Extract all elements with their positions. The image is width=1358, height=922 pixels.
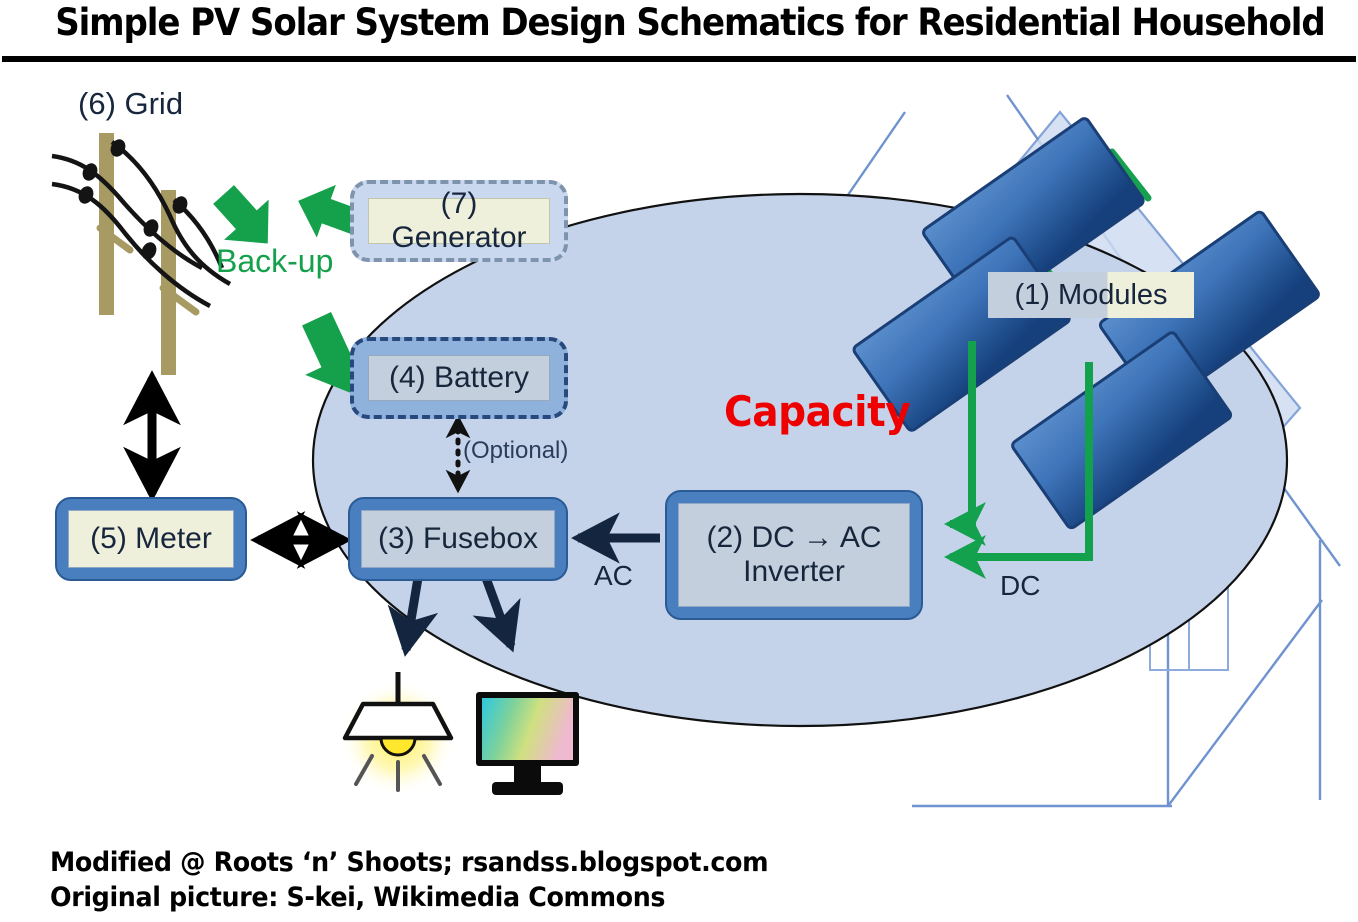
node-generator[interactable]: (7) Generator <box>350 180 568 262</box>
node-inverter-label: (2) DC → AC Inverter <box>678 503 910 607</box>
backup-label: Back-up <box>216 243 334 279</box>
node-generator-label: (7) Generator <box>368 187 550 254</box>
node-inverter-line2: Inverter <box>743 555 845 588</box>
dc-wiring <box>944 341 1093 579</box>
connector-arrows <box>123 370 660 657</box>
node-meter-label: (5) Meter <box>68 510 234 568</box>
capacity-annotation: Capacity <box>724 387 911 436</box>
dc-label: DC <box>1000 570 1041 601</box>
page-title: Simple PV Solar System Design Schematics… <box>0 1 1358 44</box>
credits-line-2: Original picture: S-kei, Wikimedia Commo… <box>50 881 666 913</box>
credits: Modified @ Roots ‘n’ Shoots; rsandss.blo… <box>50 846 814 915</box>
node-inverter[interactable]: (2) DC → AC Inverter <box>665 490 923 620</box>
page-title-text: Simple PV Solar System Design Schematics… <box>55 1 1326 44</box>
node-fusebox-label: (3) Fusebox <box>361 510 555 568</box>
optional-label: (Optional) <box>463 437 569 464</box>
credits-line-1: Modified @ Roots ‘n’ Shoots; rsandss.blo… <box>50 847 769 878</box>
node-inverter-line1: (2) DC → AC <box>706 521 882 555</box>
arrow-fusebox-monitor <box>472 576 521 653</box>
node-modules-label: (1) Modules <box>988 272 1194 318</box>
utility-pole-icon <box>51 133 232 375</box>
title-underline <box>2 56 1356 62</box>
node-fusebox[interactable]: (3) Fusebox <box>348 497 568 581</box>
node-meter[interactable]: (5) Meter <box>55 497 247 581</box>
grid-label: (6) Grid <box>78 86 184 121</box>
arrow-fusebox-lamp <box>387 577 439 657</box>
computer-monitor-icon <box>476 692 579 795</box>
pendant-lamp-icon <box>340 672 456 796</box>
node-battery-label: (4) Battery <box>368 355 550 401</box>
node-battery[interactable]: (4) Battery <box>350 337 568 419</box>
ac-label: AC <box>594 560 633 591</box>
